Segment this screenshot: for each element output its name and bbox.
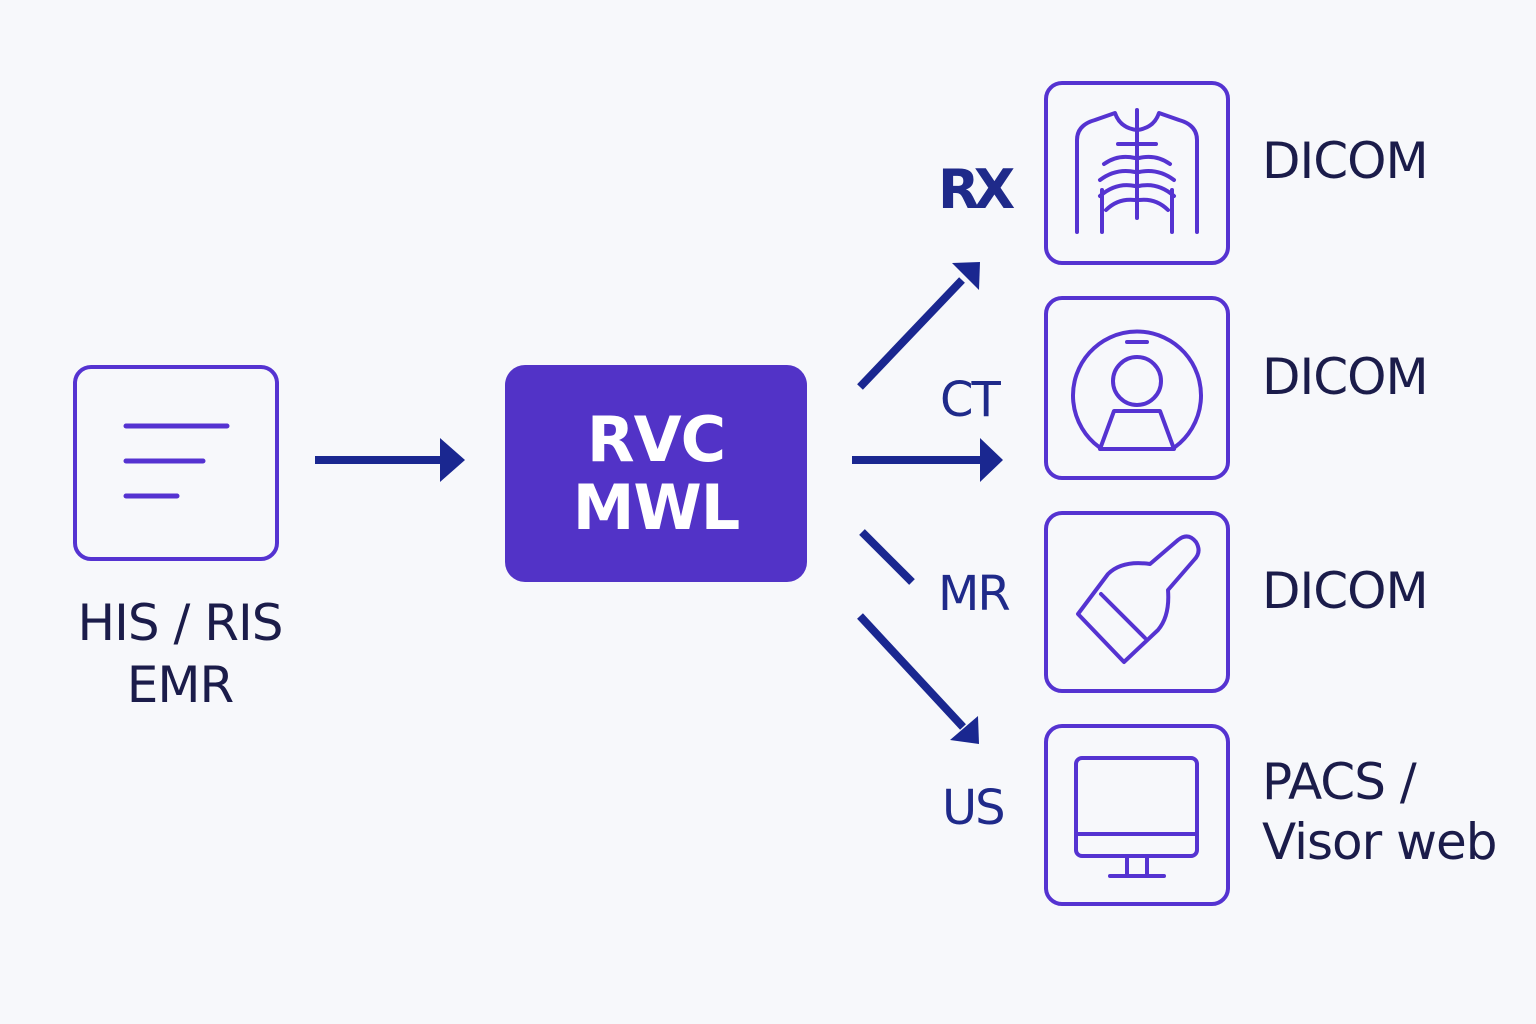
modality-label-us: US: [942, 780, 1006, 836]
modality-label-mr: MR: [938, 566, 1011, 622]
hub-label-line-1: RVC: [586, 402, 726, 476]
arrow-hub-to-ct: [852, 438, 1003, 482]
source-label-line-1: HIS / RIS: [77, 594, 284, 652]
output-label-rx: DICOM: [1262, 132, 1429, 190]
output-label-us-line-1: PACS /: [1262, 753, 1417, 811]
hub-label-line-2: MWL: [572, 470, 741, 544]
document-icon: [73, 365, 279, 561]
ct-scanner-icon: [1044, 296, 1230, 480]
chest-xray-icon: [1044, 81, 1230, 265]
output-label-mr: DICOM: [1262, 562, 1429, 620]
output-label-us-line-2: Visor web: [1262, 813, 1497, 871]
hub-box: RVC MWL: [505, 365, 807, 582]
arrow-source-to-hub: [315, 438, 465, 482]
source-label-line-2: EMR: [126, 656, 234, 714]
ultrasound-probe-icon: [1044, 511, 1230, 693]
arrow-hub-to-us: [857, 613, 979, 744]
output-label-ct: DICOM: [1262, 348, 1429, 406]
output-label-us: PACS / Visor web: [1262, 752, 1497, 872]
modality-label-rx: RX: [938, 158, 1015, 221]
modality-label-ct: CT: [940, 372, 1001, 428]
arrow-hub-to-mr: [859, 529, 915, 585]
arrow-hub-to-rx: [857, 262, 980, 390]
monitor-icon: [1044, 724, 1230, 906]
source-label: HIS / RIS EMR: [40, 592, 320, 716]
